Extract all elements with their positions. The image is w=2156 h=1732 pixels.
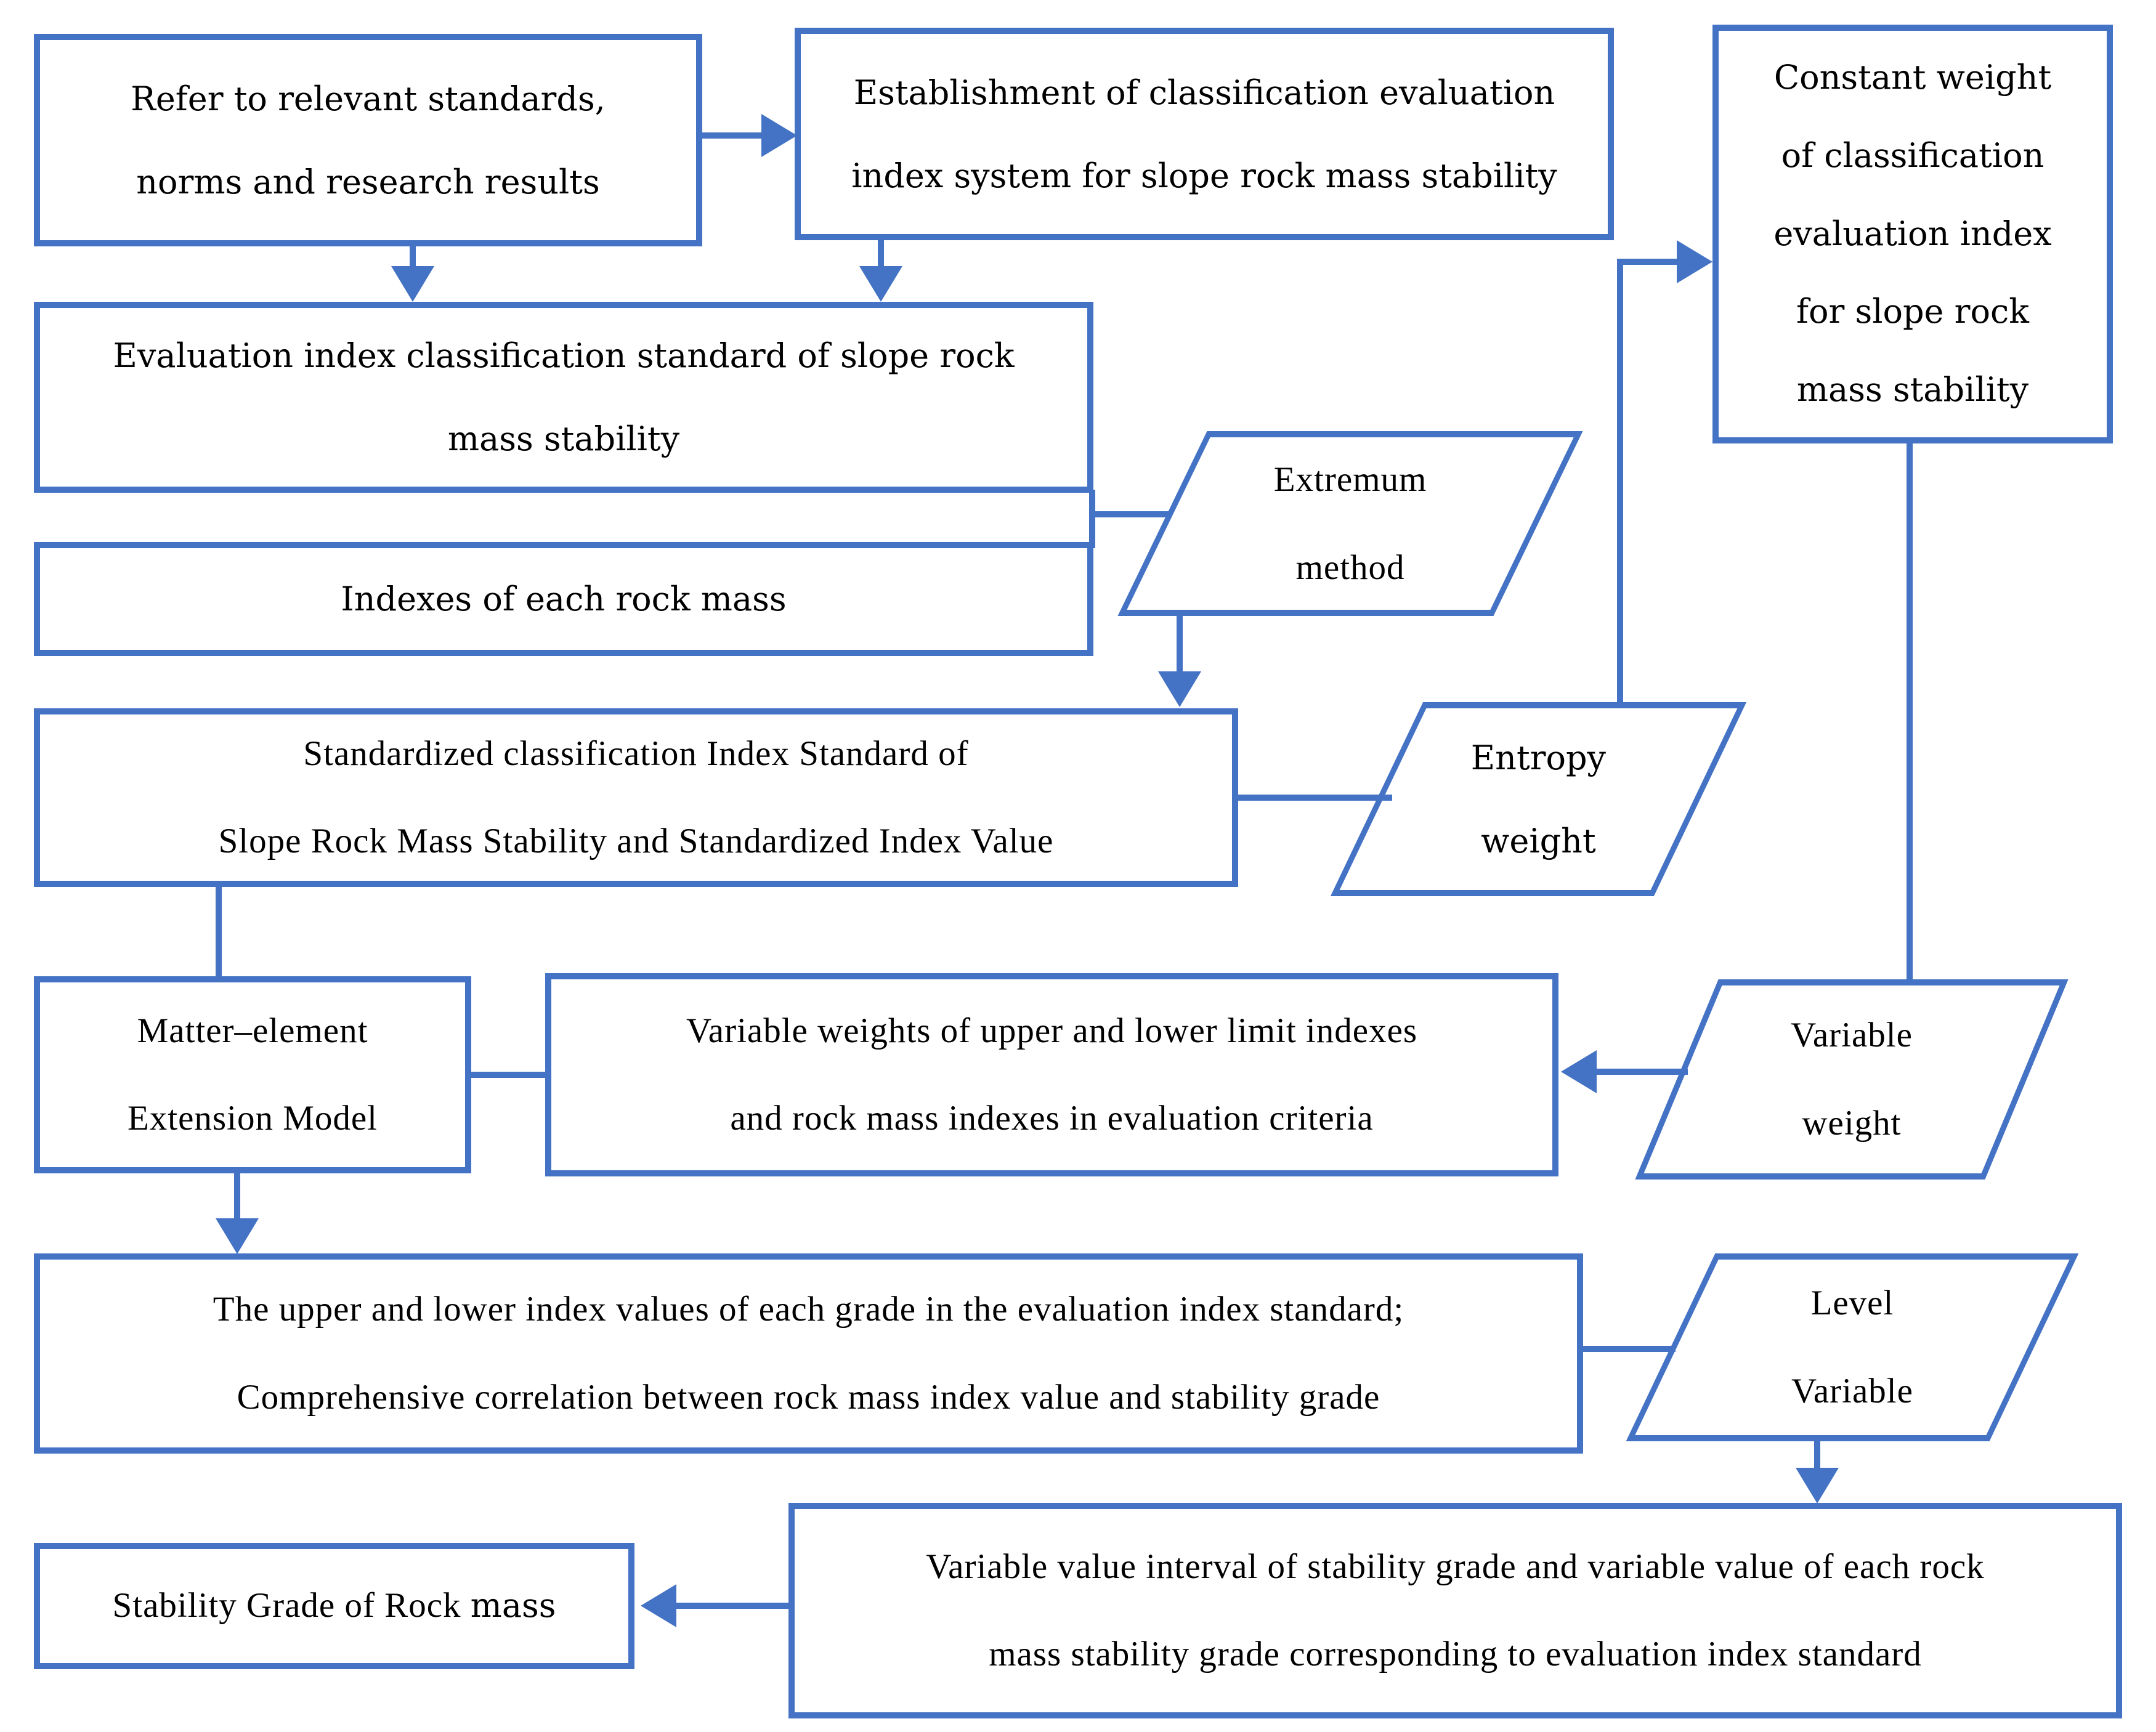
node-label: Refer to relevant standards, norms and r…	[131, 79, 606, 201]
arrowhead-right-icon	[1677, 240, 1712, 283]
node-variable-value-interval: Variable value interval of stability gra…	[788, 1503, 2122, 1718]
connector-matter-to-limits	[471, 1072, 545, 1078]
node-label: Extremum method	[1273, 459, 1427, 587]
connector-entropy-up	[1617, 259, 1623, 705]
connector-indexes-to-extremum	[1092, 511, 1172, 517]
node-constant-weight: Constant weight of classification evalua…	[1712, 25, 2113, 443]
connector-standardized-to-matter	[216, 887, 222, 979]
node-refer-standards: Refer to relevant standards, norms and r…	[34, 34, 702, 246]
connector-extremum-to-standardized	[1177, 616, 1183, 674]
node-label: Constant weight of classification evalua…	[1773, 57, 2052, 410]
node-extremum-method: Extremum method	[1117, 431, 1583, 616]
node-label: Level Variable	[1791, 1284, 1913, 1410]
connector-refer-to-establishment	[702, 132, 764, 139]
connector-variableweight-to-limits	[1597, 1069, 1688, 1075]
node-label: Establishment of classification evaluati…	[851, 73, 1557, 195]
node-label: Indexes of each rock mass	[341, 580, 787, 618]
arrowhead-right-icon	[761, 114, 797, 157]
node-entropy-weight: Entropy weight	[1330, 702, 1747, 896]
node-label: Matter–element Extension Model	[127, 1011, 378, 1138]
connector-constant-to-variableweight	[1907, 440, 1913, 982]
connector-upperlower-to-level	[1583, 1346, 1676, 1352]
connector-level-to-interval	[1814, 1441, 1820, 1471]
node-variable-weights-limits: Variable weights of upper and lower limi…	[545, 973, 1558, 1176]
node-level-variable: Level Variable	[1626, 1253, 2079, 1441]
node-label: Evaluation index classification standard…	[113, 336, 1015, 458]
node-upper-lower-values: The upper and lower index values of each…	[34, 1253, 1583, 1454]
arrowhead-down-icon	[216, 1218, 259, 1254]
connector-standard-indexes-join	[1089, 490, 1095, 548]
arrowhead-down-icon	[1158, 671, 1201, 707]
node-label: Variable value interval of stability gra…	[926, 1547, 1985, 1674]
arrowhead-left-icon	[1561, 1050, 1597, 1093]
arrowhead-down-icon	[859, 266, 902, 302]
node-label: Variable weights of upper and lower limi…	[686, 1011, 1418, 1138]
connector-entropy-to-constant	[1617, 259, 1679, 265]
arrowhead-down-icon	[1796, 1468, 1839, 1503]
connector-matter-to-upperlower	[234, 1173, 240, 1221]
node-establishment-index-system: Establishment of classification evaluati…	[795, 28, 1614, 240]
node-classification-standard: Evaluation index classification standard…	[34, 302, 1093, 493]
arrowhead-left-icon	[641, 1584, 676, 1627]
connector-interval-to-grade	[676, 1603, 788, 1609]
node-label: Standardized classification Index Standa…	[218, 734, 1054, 861]
connector-standardized-to-entropy	[1238, 795, 1392, 801]
connector-refer-to-standard	[410, 245, 416, 270]
connector-establishment-to-standard	[878, 239, 884, 270]
node-label: The upper and lower index values of each…	[213, 1290, 1404, 1417]
node-label: Variable weight	[1791, 1016, 1913, 1143]
arrowhead-down-icon	[391, 266, 434, 302]
node-variable-weight: Variable weight	[1635, 979, 2069, 1180]
node-matter-element-model: Matter–element Extension Model	[34, 976, 471, 1173]
node-standardized-index: Standardized classification Index Standa…	[34, 708, 1238, 887]
node-label: Entropy weight	[1470, 738, 1607, 860]
node-indexes-rock-mass: Indexes of each rock mass	[34, 542, 1093, 656]
